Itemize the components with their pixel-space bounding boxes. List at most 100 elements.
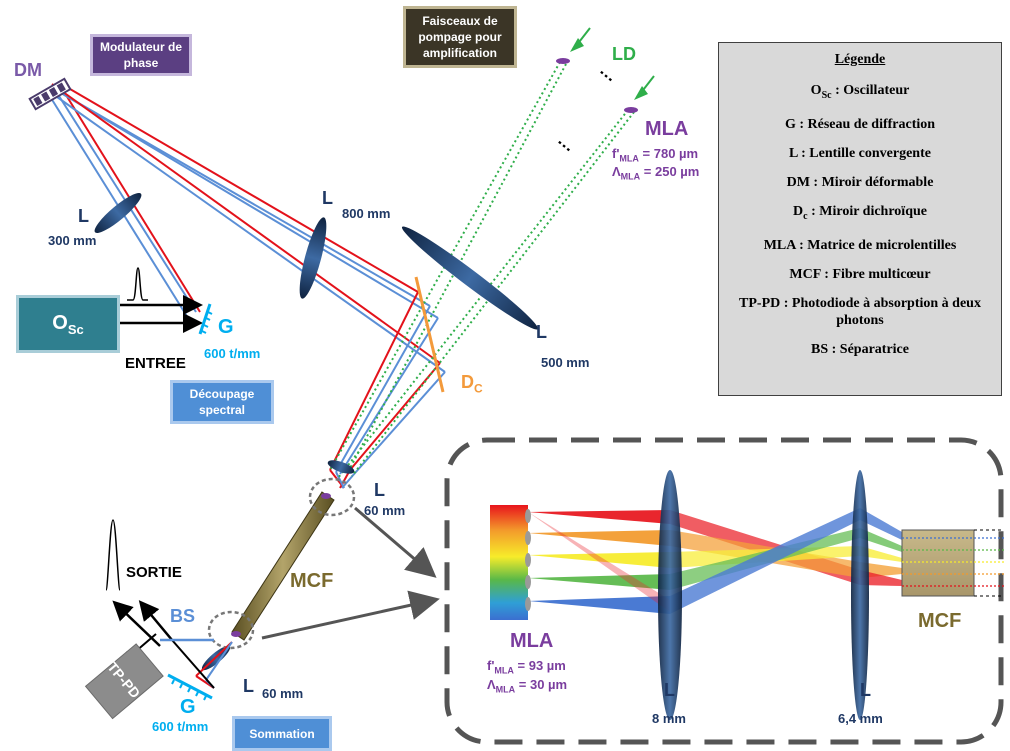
legend-row-term: L (789, 145, 798, 161)
inset-lens-8-label: L (664, 680, 675, 700)
mla-inset-focal: f'MLA = 93 µm (487, 658, 566, 676)
deformable-mirror (28, 77, 72, 111)
bs-label: BS (170, 606, 196, 626)
input-pulse-icon (127, 267, 148, 301)
mla-top-pitch-prefix: Λ (612, 164, 621, 179)
lens-500-label: L (536, 322, 547, 342)
inset-lens-6-4mm (851, 470, 869, 720)
legend-row-definition: : Miroir déformable (809, 174, 934, 190)
inset-lens-64-label: L (860, 680, 871, 700)
mla-top-pitch-sub: MLA (620, 171, 641, 182)
mla-inset-pitch-sub: MLA (495, 684, 516, 695)
dm-label: DM (14, 60, 42, 80)
lens-500mm (401, 226, 539, 330)
lens-60-bottom-label: L (243, 676, 254, 696)
inset-mla-lenslets (525, 509, 531, 611)
mla-top-focal: f'MLA = 780 µm (612, 146, 698, 164)
pump-box: Faisceaux de pompage pour amplification (403, 6, 517, 68)
multicore-fiber (231, 491, 335, 641)
legend-row-term: D (793, 203, 804, 219)
dichroic-label-main: D (461, 372, 474, 392)
inset-beams (528, 508, 902, 614)
legend-row-definition: : Miroir dichroïque (807, 203, 927, 219)
inset-mla-array (490, 505, 528, 620)
grating-top-density: 600 t/mm (204, 346, 261, 361)
mla-top-focal-prefix: f' (612, 146, 620, 161)
output-pulse-icon (105, 519, 121, 591)
legend-row-definition: : Réseau de diffraction (795, 116, 936, 132)
legend-row-term: MCF (789, 266, 821, 282)
legend-row: MLA : Matrice de microlentilles (725, 237, 995, 254)
lens-60-bottom-focal: 60 mm (262, 686, 304, 701)
legend-row-term-sub: Sc (821, 89, 832, 101)
legend-row-definition: : Fibre multicœur (820, 266, 931, 282)
lens-800-focal: 800 mm (342, 206, 391, 221)
legend-row: L : Lentille convergente (725, 145, 995, 162)
inset-lens-8mm (658, 470, 682, 720)
oscillator-label-sub: Sc (67, 322, 84, 337)
stretcher-beams (45, 81, 446, 489)
mla-top-pitch-value: = 250 µm (640, 164, 700, 179)
mla-top-focal-sub: MLA (619, 153, 639, 164)
dichroic-label-sub: C (474, 381, 483, 396)
mcf-inset-label: MCF (918, 610, 962, 632)
lens-500-focal: 500 mm (541, 355, 590, 370)
legend-row-term: TP-PD (739, 295, 781, 311)
legend-row: G : Réseau de diffraction (725, 116, 995, 133)
legend-panel: Légende OSc : Oscillateur G : Réseau de d… (718, 42, 1002, 396)
mla-inset-pitch-value: = 30 µm (515, 677, 568, 692)
mla-inset-pitch-prefix: Λ (487, 677, 496, 692)
zoom-arrow-top (354, 506, 437, 578)
zoom-arrow-bottom (261, 590, 440, 640)
zoom-circle-bottom (207, 610, 255, 650)
inset-mcf (901, 529, 1004, 597)
legend-row: MCF : Fibre multicœur (725, 266, 995, 283)
summation-box: Sommation (232, 716, 332, 751)
inset-lens-8-focal: 8 mm (652, 711, 686, 726)
lens-300mm (94, 192, 142, 234)
legend-row-definition: : Oscillateur (831, 83, 910, 98)
legend-row-definition: : Lentille convergente (797, 145, 931, 161)
legend-row-term: O (810, 83, 822, 98)
grating-bottom (167, 673, 213, 701)
legend-row-term-sub: c (803, 210, 808, 222)
zoom-circle-top (308, 477, 356, 517)
ld-label: LD (612, 44, 636, 64)
legend-row: OSc : Oscillateur (725, 82, 995, 104)
tppd-detector (84, 643, 164, 720)
legend-row: Dc : Miroir dichroïque (725, 203, 995, 225)
lens-60-top-label: L (374, 480, 385, 500)
input-beams (118, 267, 203, 333)
lens-800-label: L (322, 188, 333, 208)
mla-inset-focal-value: = 93 µm (513, 658, 566, 673)
mla-top-label: MLA (645, 118, 689, 140)
pump-diode-bottom (624, 75, 655, 113)
modulator-box: Modulateur de phase (90, 34, 192, 76)
lens-60mm-top (327, 460, 355, 474)
legend-row: TP-PD : Photodiode à absorption à deux p… (725, 295, 995, 329)
lens-60-top-focal: 60 mm (364, 503, 406, 518)
mla-top-focal-value: = 780 µm (638, 146, 699, 161)
legend-row: DM : Miroir déformable (725, 174, 995, 191)
legend-row-definition: : Matrice de microlentilles (795, 237, 957, 253)
mla-inset-label: MLA (510, 630, 554, 652)
lens-800mm (299, 217, 327, 299)
oscillator-box: OSc (16, 295, 120, 353)
legend-row-definition: : Photodiode à absorption à deux photons (780, 295, 981, 328)
lens-300-label: L (78, 206, 89, 226)
legend-row-definition: : Séparatrice (828, 341, 909, 357)
grating-top (198, 303, 213, 335)
legend-row-term: BS (811, 341, 829, 357)
legend-row-term: MLA (763, 237, 796, 253)
legend-title: Légende (834, 52, 886, 67)
legend-rows: OSc : Oscillateur G : Réseau de diffracti… (719, 82, 1001, 358)
pump-diode-top (556, 27, 591, 64)
dichroic-mirror (414, 276, 445, 393)
oscillator-label: O (52, 312, 68, 334)
lens-300-focal: 300 mm (48, 233, 97, 248)
grating-bottom-density: 600 t/mm (152, 719, 209, 734)
spectral-cut-box: Découpage spectral (170, 380, 274, 424)
mla-top-pitch: ΛMLA = 250 µm (612, 164, 699, 182)
